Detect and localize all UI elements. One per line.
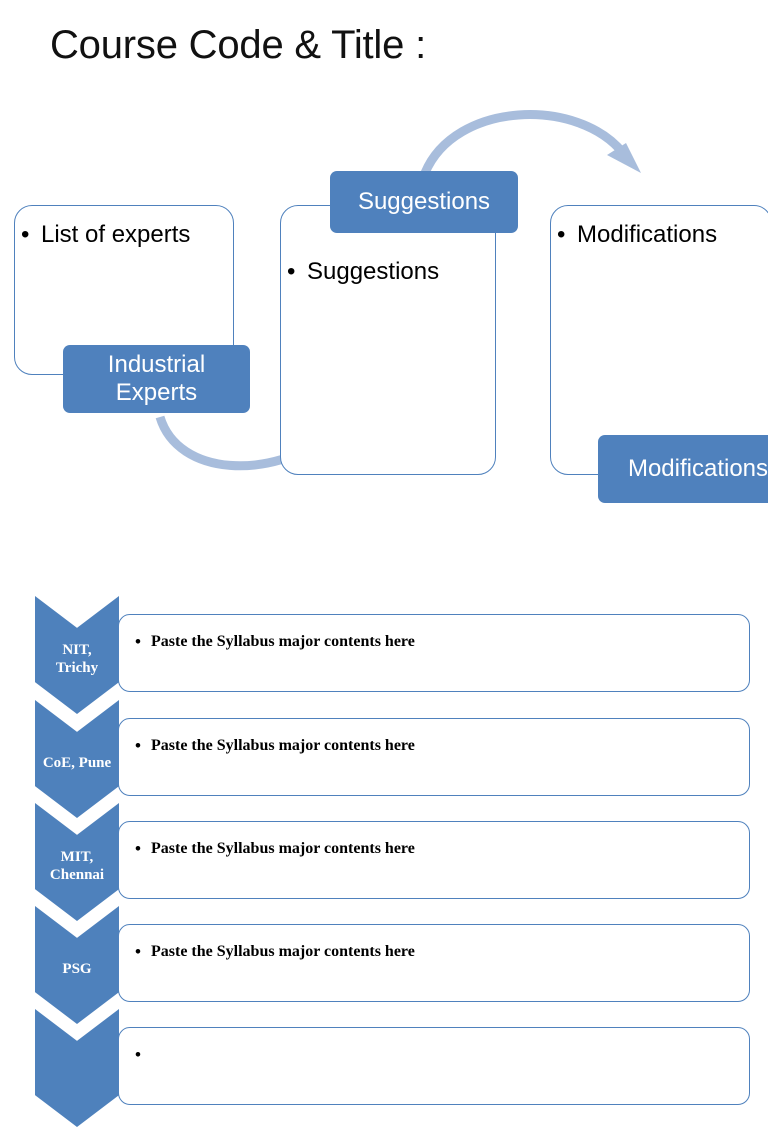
syllabus-content-box[interactable]	[118, 1027, 750, 1105]
syllabus-content-box[interactable]: Paste the Syllabus major contents here	[118, 718, 750, 796]
cycle-card-bullet: Modifications	[557, 220, 765, 250]
syllabus-content-text: Paste the Syllabus major contents here	[135, 839, 415, 859]
chevron-institute-label: PSG	[62, 961, 92, 978]
cycle-diagram: List of experts Industrial Experts Sugge…	[0, 95, 768, 515]
syllabus-content-box[interactable]: Paste the Syllabus major contents here	[118, 924, 750, 1002]
cycle-chip-industrial-experts[interactable]: Industrial Experts	[63, 345, 250, 413]
syllabus-row[interactable]: NIT, Trichy Paste the Syllabus major con…	[0, 596, 768, 714]
syllabus-chevron-list: NIT, Trichy Paste the Syllabus major con…	[0, 596, 768, 1127]
syllabus-content-text: Paste the Syllabus major contents here	[135, 942, 415, 962]
syllabus-row[interactable]: PSG Paste the Syllabus major contents he…	[0, 906, 768, 1024]
cycle-chip-modifications[interactable]: Modifications	[598, 435, 768, 503]
syllabus-content-text: Paste the Syllabus major contents here	[135, 632, 415, 652]
cycle-chip-suggestions[interactable]: Suggestions	[330, 171, 518, 233]
chevron-institute-label	[35, 1009, 119, 1127]
syllabus-content-box[interactable]: Paste the Syllabus major contents here	[118, 614, 750, 692]
syllabus-content-box[interactable]: Paste the Syllabus major contents here	[118, 821, 750, 899]
arrow-suggestions-to-modifications-icon	[420, 110, 641, 175]
cycle-card-bullet: List of experts	[21, 220, 227, 250]
page-title: Course Code & Title :	[50, 23, 426, 67]
syllabus-content-text: Paste the Syllabus major contents here	[135, 736, 415, 756]
chevron-institute-label: CoE, Pune	[42, 755, 112, 772]
chevron-institute-label: NIT, Trichy	[55, 642, 99, 676]
cycle-card-modifications[interactable]: Modifications	[550, 205, 768, 475]
cycle-card-suggestions[interactable]: Suggestions	[280, 205, 496, 475]
syllabus-row[interactable]: CoE, Pune Paste the Syllabus major conte…	[0, 700, 768, 818]
syllabus-row[interactable]	[0, 1009, 768, 1127]
chevron-institute-label: MIT, Chennai	[49, 849, 105, 883]
cycle-card-bullet: Suggestions	[287, 257, 489, 287]
syllabus-row[interactable]: MIT, Chennai Paste the Syllabus major co…	[0, 803, 768, 921]
